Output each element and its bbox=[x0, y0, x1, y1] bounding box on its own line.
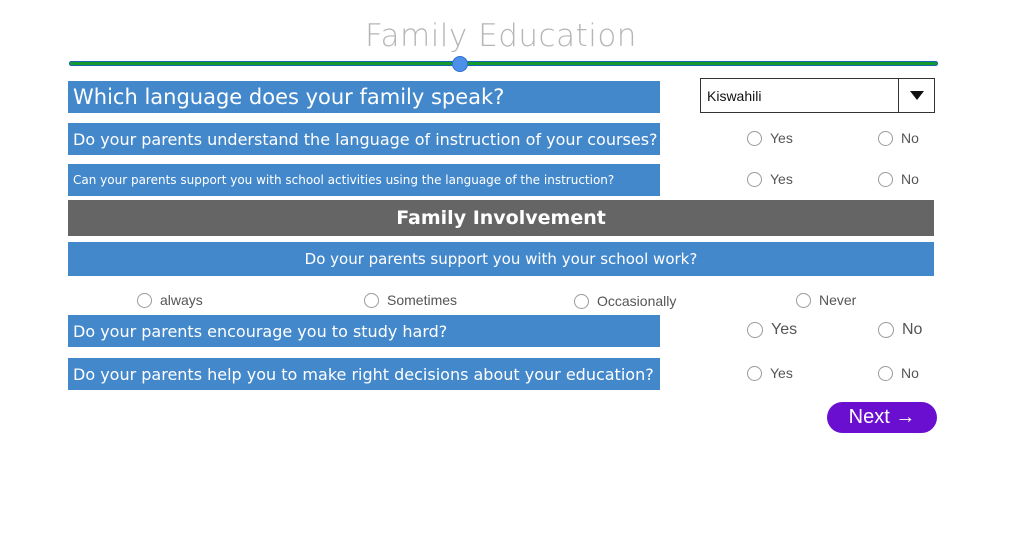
option-label: No bbox=[901, 130, 919, 146]
understand-no-option[interactable]: No bbox=[878, 130, 919, 146]
language-select[interactable]: Kiswahili bbox=[700, 78, 935, 113]
section-header: Family Involvement bbox=[68, 200, 934, 236]
option-label: Yes bbox=[770, 171, 793, 187]
radio-button[interactable] bbox=[878, 130, 893, 146]
radio-button[interactable] bbox=[878, 171, 893, 187]
question-understand-label: Do your parents understand the language … bbox=[68, 123, 660, 155]
question-decisions-label: Do your parents help you to make right d… bbox=[68, 358, 660, 390]
option-label: Occasionally bbox=[597, 293, 677, 309]
option-label: Sometimes bbox=[387, 292, 458, 308]
question-support-activities-label: Can your parents support you with school… bbox=[68, 164, 660, 196]
radio-button[interactable] bbox=[747, 322, 763, 338]
radio-button[interactable] bbox=[796, 292, 811, 308]
radio-button[interactable] bbox=[878, 322, 894, 338]
understand-yes-option[interactable]: Yes bbox=[747, 130, 793, 146]
progress-bar bbox=[69, 61, 938, 66]
radio-button[interactable] bbox=[574, 293, 589, 309]
support-work-always-option[interactable]: always bbox=[137, 292, 203, 308]
option-label: Yes bbox=[770, 365, 793, 381]
encourage-yes-option[interactable]: Yes bbox=[747, 321, 797, 339]
page-title: Family Education bbox=[365, 18, 637, 54]
option-label: Yes bbox=[771, 321, 798, 338]
encourage-no-option[interactable]: No bbox=[878, 321, 922, 339]
support-activities-no-option[interactable]: No bbox=[878, 171, 919, 187]
radio-button[interactable] bbox=[747, 171, 762, 187]
decisions-no-option[interactable]: No bbox=[878, 365, 919, 381]
support-activities-yes-option[interactable]: Yes bbox=[747, 171, 793, 187]
support-work-never-option[interactable]: Never bbox=[796, 292, 856, 308]
chevron-down-icon[interactable] bbox=[898, 79, 934, 112]
radio-button[interactable] bbox=[747, 130, 762, 146]
radio-button[interactable] bbox=[878, 365, 893, 381]
option-label: No bbox=[901, 365, 919, 381]
support-work-occasionally-option[interactable]: Occasionally bbox=[574, 293, 676, 309]
language-select-value: Kiswahili bbox=[707, 87, 762, 104]
option-label: always bbox=[160, 292, 203, 308]
next-button[interactable]: Next → bbox=[827, 402, 937, 433]
decisions-yes-option[interactable]: Yes bbox=[747, 365, 793, 381]
support-work-sometimes-option[interactable]: Sometimes bbox=[364, 292, 457, 308]
progress-thumb[interactable] bbox=[452, 56, 469, 72]
option-label: No bbox=[902, 321, 923, 338]
option-label: Never bbox=[819, 292, 857, 308]
radio-button[interactable] bbox=[137, 292, 152, 308]
radio-button[interactable] bbox=[747, 365, 762, 381]
radio-button[interactable] bbox=[364, 292, 379, 308]
option-label: Yes bbox=[770, 130, 793, 146]
question-encourage-label: Do your parents encourage you to study h… bbox=[68, 315, 660, 347]
question-support-work-label: Do your parents support you with your sc… bbox=[68, 242, 934, 276]
question-language-label: Which language does your family speak? bbox=[68, 81, 660, 113]
option-label: No bbox=[901, 171, 919, 187]
